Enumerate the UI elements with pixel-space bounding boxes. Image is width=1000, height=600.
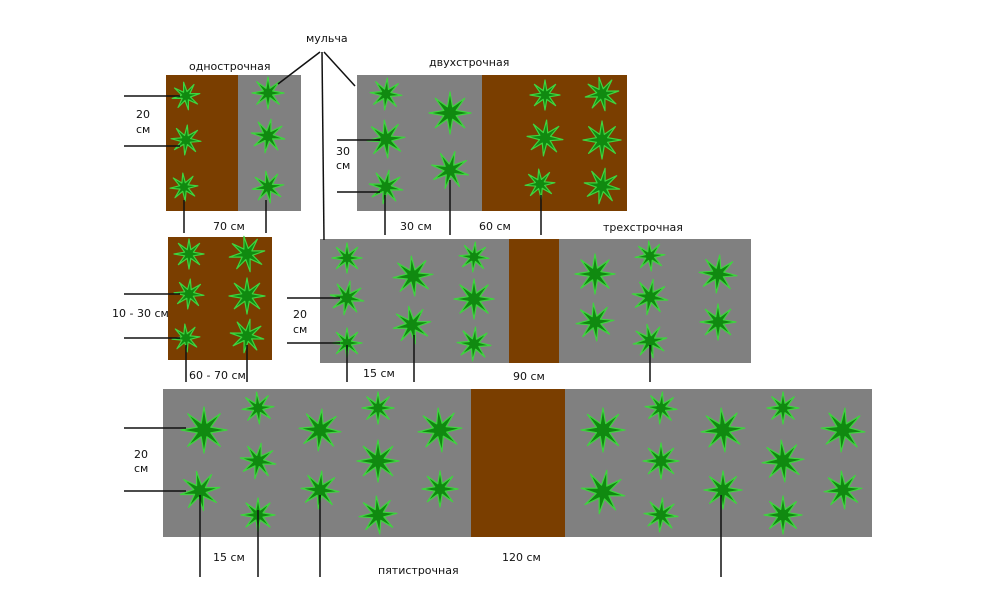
plant-icon <box>766 391 800 425</box>
plant-icon <box>453 278 495 320</box>
plant-icon <box>644 391 678 425</box>
plant-icon <box>170 124 202 156</box>
single-plant-spacing-label: 10 - 30 см <box>112 307 169 320</box>
single-row-label: однострочная <box>189 60 270 73</box>
plant-icon <box>358 495 398 535</box>
plant-icon <box>529 79 561 111</box>
plant-icon <box>392 255 434 297</box>
plant-icon <box>583 167 621 205</box>
plant-icon <box>632 323 668 359</box>
triple-row-bed <box>320 239 751 363</box>
plant-icon <box>580 469 626 515</box>
mulch-pointer-lines <box>277 51 356 241</box>
plant-icon <box>250 118 286 154</box>
plant-icon <box>171 81 201 111</box>
plant-icon <box>631 278 669 316</box>
plant-icon <box>173 238 205 270</box>
plant-icon <box>251 170 285 204</box>
soil-path <box>509 239 559 363</box>
double-between-rows-label: 30 см <box>400 220 432 233</box>
plant-icon <box>456 326 492 362</box>
mulch-strip <box>163 389 471 537</box>
plant-icon <box>703 470 743 510</box>
triple-rowspacing-value: 20 <box>293 308 307 321</box>
plant-icon <box>699 303 737 341</box>
plant-icon <box>820 407 866 453</box>
plant-icon <box>642 442 680 480</box>
plant-icon <box>428 91 472 135</box>
plant-icon <box>526 119 564 157</box>
plant-icon <box>361 391 395 425</box>
plant-icon <box>763 495 803 535</box>
double-rowspacing-unit: см <box>336 159 350 172</box>
plant-icon <box>634 240 666 272</box>
plant-icon <box>171 323 201 353</box>
plant-icon <box>643 497 679 533</box>
mulch-strip <box>357 75 482 211</box>
plant-icon <box>417 407 463 453</box>
plant-icon <box>239 442 277 480</box>
plant-icon <box>228 235 266 273</box>
plant-icon <box>300 470 340 510</box>
plant-icon <box>251 76 285 110</box>
triple-between-rows-label: 15 см <box>363 367 395 380</box>
five-rowspacing-value: 20 <box>134 448 148 461</box>
plant-icon <box>298 408 342 452</box>
single-bottom-width-label: 60 - 70 см <box>189 369 246 382</box>
double-path-label: 60 см <box>479 220 511 233</box>
five-between-rows-label: 15 см <box>213 551 245 564</box>
plant-icon <box>169 172 199 202</box>
five-row-bed <box>163 389 872 537</box>
plant-icon <box>761 439 805 483</box>
plant-icon <box>458 241 490 273</box>
double-rowspacing-value: 30 <box>336 145 350 158</box>
plant-icon <box>700 407 746 453</box>
plant-icon <box>241 391 275 425</box>
plant-icon <box>524 168 556 200</box>
plant-icon <box>368 169 404 205</box>
plant-icon <box>331 242 363 274</box>
plant-icon <box>574 253 616 295</box>
plant-icon <box>580 407 626 453</box>
plant-icon <box>180 406 228 454</box>
double-row-label: двухстрочная <box>429 56 509 69</box>
plants <box>169 76 866 535</box>
triple-row-label: трехстрочная <box>603 221 683 234</box>
plant-icon <box>228 277 266 315</box>
plant-icon <box>584 76 620 112</box>
triple-path-label: 90 см <box>513 370 545 383</box>
plant-icon <box>369 77 403 111</box>
five-row-label: пятистрочная <box>378 564 459 577</box>
plant-icon <box>698 254 738 294</box>
five-path-label: 120 см <box>502 551 541 564</box>
plant-icon <box>392 305 432 345</box>
measurement-lines <box>124 95 722 577</box>
plant-icon <box>356 439 400 483</box>
plant-icon <box>421 470 459 508</box>
triple-rowspacing-unit: см <box>293 323 307 336</box>
plant-icon <box>173 278 205 310</box>
plant-icon <box>179 470 221 512</box>
single-rowspacing-value: 20 <box>136 108 150 121</box>
single-width-label: 70 см <box>213 220 245 233</box>
plant-icon <box>431 151 469 189</box>
plant-icon <box>582 120 622 160</box>
plant-icon <box>823 470 863 510</box>
pointer-line <box>323 51 356 87</box>
mulch-label: мульча <box>306 32 348 45</box>
mulch-strip <box>565 389 872 537</box>
plant-icon <box>329 280 365 316</box>
pointer-line <box>277 51 321 85</box>
single-rowspacing-unit: см <box>136 123 150 136</box>
plant-icon <box>229 318 265 354</box>
soil-path <box>471 389 565 537</box>
plant-icon <box>575 302 615 342</box>
pointer-line <box>321 51 325 241</box>
five-rowspacing-unit: см <box>134 462 148 475</box>
